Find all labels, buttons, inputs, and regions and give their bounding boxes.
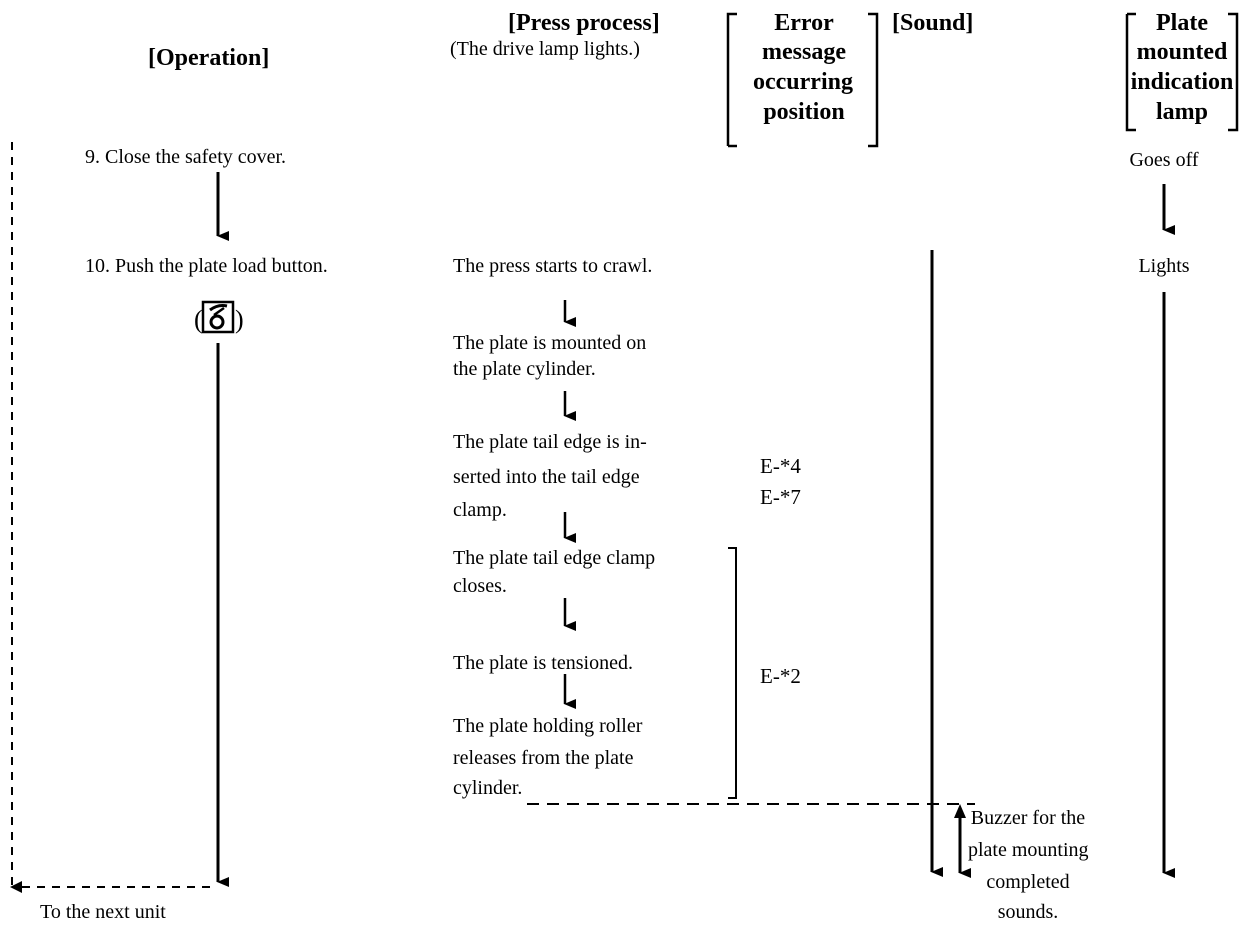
process-step-clamp-closes-1: The plate tail edge clamp — [453, 547, 656, 569]
process-step-inserted-2: serted into the tail edge — [453, 466, 640, 488]
header-error-line4: position — [763, 99, 845, 125]
sound-buzzer-line2: plate mounting — [968, 839, 1089, 861]
process-step-inserted-3: clamp. — [453, 499, 507, 521]
error-code-e2: E-*2 — [760, 664, 801, 688]
operation-step-9: 9. Close the safety cover. — [85, 146, 287, 168]
header-plate-line2: mounted — [1136, 39, 1228, 65]
process-step-mounted-1: The plate is mounted on — [453, 332, 647, 354]
plate-load-button-icon: ( ) — [194, 298, 258, 338]
sound-buzzer-line3: completed — [986, 871, 1070, 893]
header-plate-line1: Plate — [1156, 10, 1208, 36]
process-step-inserted-1: The plate tail edge is in- — [453, 431, 647, 453]
header-press-process: [Press process] — [508, 10, 660, 36]
operation-next-unit: To the next unit — [40, 901, 166, 923]
header-press-process-note: (The drive lamp lights.) — [450, 38, 640, 60]
header-error-line3: occurring — [753, 69, 853, 95]
process-step-roller-1: The plate holding roller — [453, 715, 643, 737]
header-plate-line4: lamp — [1155, 99, 1208, 125]
error-code-e4: E-*4 — [760, 454, 801, 478]
process-step-mounted-2: the plate cylinder. — [453, 358, 596, 380]
svg-text:): ) — [235, 305, 244, 334]
sound-buzzer-line1: Buzzer for the — [970, 807, 1086, 829]
lamp-lights: Lights — [1138, 255, 1190, 277]
header-error-line2: message — [762, 39, 846, 65]
operation-step-10: 10. Push the plate load button. — [85, 255, 328, 277]
header-error-line1: Error — [774, 10, 834, 36]
header-sound: [Sound] — [892, 10, 974, 36]
lamp-goes-off: Goes off — [1129, 149, 1199, 171]
header-operation: [Operation] — [148, 45, 270, 71]
process-step-crawl: The press starts to crawl. — [453, 255, 653, 277]
header-plate-line3: indication — [1130, 69, 1234, 95]
process-step-tensioned: The plate is tensioned. — [453, 652, 633, 674]
error-code-e7: E-*7 — [760, 485, 801, 509]
process-step-roller-3: cylinder. — [453, 777, 523, 799]
sound-buzzer-line4: sounds. — [997, 901, 1059, 923]
process-step-roller-2: releases from the plate — [453, 747, 634, 769]
svg-text:(: ( — [194, 305, 203, 334]
process-step-clamp-closes-2: closes. — [453, 575, 507, 597]
